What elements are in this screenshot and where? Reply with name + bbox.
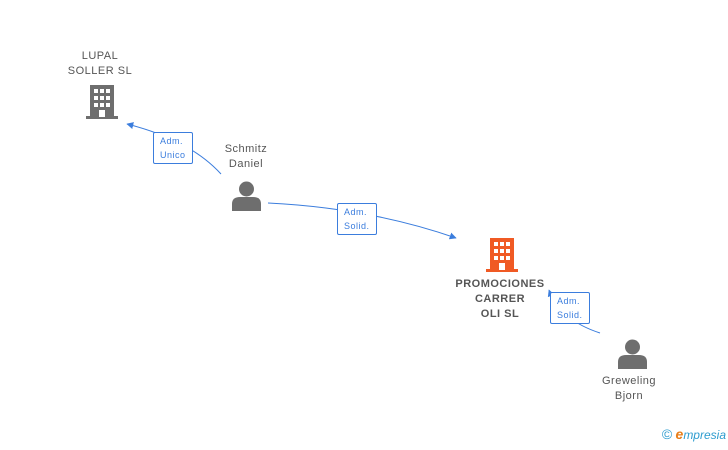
node-label-lupal[interactable]: LUPAL SOLLER SL <box>67 50 133 77</box>
node-label-schmitz[interactable]: Schmitz Daniel <box>224 143 268 170</box>
edge-label-adm-solid-schmitz[interactable]: Adm. Solid. <box>337 203 377 235</box>
copyright-icon: © <box>661 426 673 442</box>
person-icon[interactable] <box>618 339 647 369</box>
empresia-logo: © empresia <box>661 426 726 442</box>
node-label-greweling[interactable]: Greweling Bjorn <box>601 375 657 402</box>
edge-label-adm-unico[interactable]: Adm. Unico <box>153 132 193 164</box>
building-icon[interactable] <box>86 85 118 119</box>
person-icon[interactable] <box>232 181 261 211</box>
node-label-promociones[interactable]: PROMOCIONES CARRER OLI SL <box>455 278 545 320</box>
edge-label-adm-solid-greweling[interactable]: Adm. Solid. <box>550 292 590 324</box>
building-icon[interactable] <box>486 238 518 272</box>
